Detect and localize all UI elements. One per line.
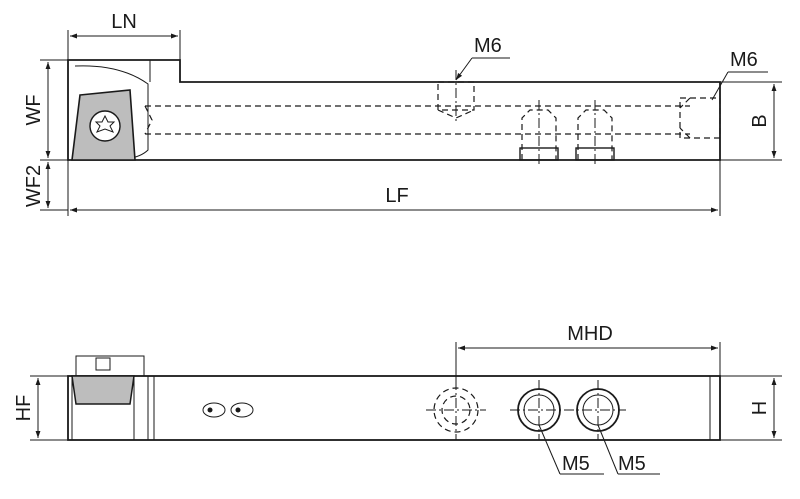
- insert-top: [71, 89, 136, 161]
- shank-outline-side: [67, 375, 721, 441]
- lf-label: LF: [385, 185, 408, 207]
- dim-lf: LF: [67, 160, 721, 216]
- head-side: [71, 355, 155, 440]
- m5-label-b: M5: [618, 453, 646, 475]
- dim-b: B: [720, 81, 782, 161]
- m5-holes-top: [519, 100, 615, 166]
- shank-outline-top: [67, 59, 721, 161]
- m6-hole-end: [679, 97, 721, 139]
- dim-ln: LN: [67, 11, 181, 60]
- m6-hole-side: [426, 380, 486, 440]
- m6-end-label: M6: [730, 49, 758, 71]
- torx-screw-icon: [89, 110, 121, 142]
- dim-wf: WF WF2: [23, 59, 68, 211]
- callout-m6-top: M6: [455, 35, 510, 81]
- top-view: LN WF WF2 LF B M6: [23, 11, 782, 216]
- callout-m6-end: M6: [711, 49, 768, 101]
- m5-label-a: M5: [562, 453, 590, 475]
- h-label: H: [749, 401, 771, 415]
- m6-hole-top: [437, 70, 475, 124]
- m6-top-label: M6: [474, 35, 502, 57]
- m5-holes-side: [510, 380, 626, 440]
- dim-hf: HF: [13, 375, 68, 441]
- dim-mhd: MHD: [455, 323, 721, 388]
- dim-h: H: [720, 375, 782, 441]
- wf-label: WF: [23, 94, 45, 125]
- ln-label: LN: [111, 11, 137, 33]
- coolant-bore: [144, 105, 690, 135]
- coolant-outlets: [202, 402, 254, 418]
- b-label: B: [749, 114, 771, 127]
- hf-label: HF: [13, 395, 35, 422]
- mhd-label: MHD: [567, 323, 613, 345]
- side-view: MHD HF H M5 M5: [13, 323, 782, 475]
- callout-m5: M5 M5: [538, 424, 660, 475]
- wf2-label: WF2: [23, 165, 45, 207]
